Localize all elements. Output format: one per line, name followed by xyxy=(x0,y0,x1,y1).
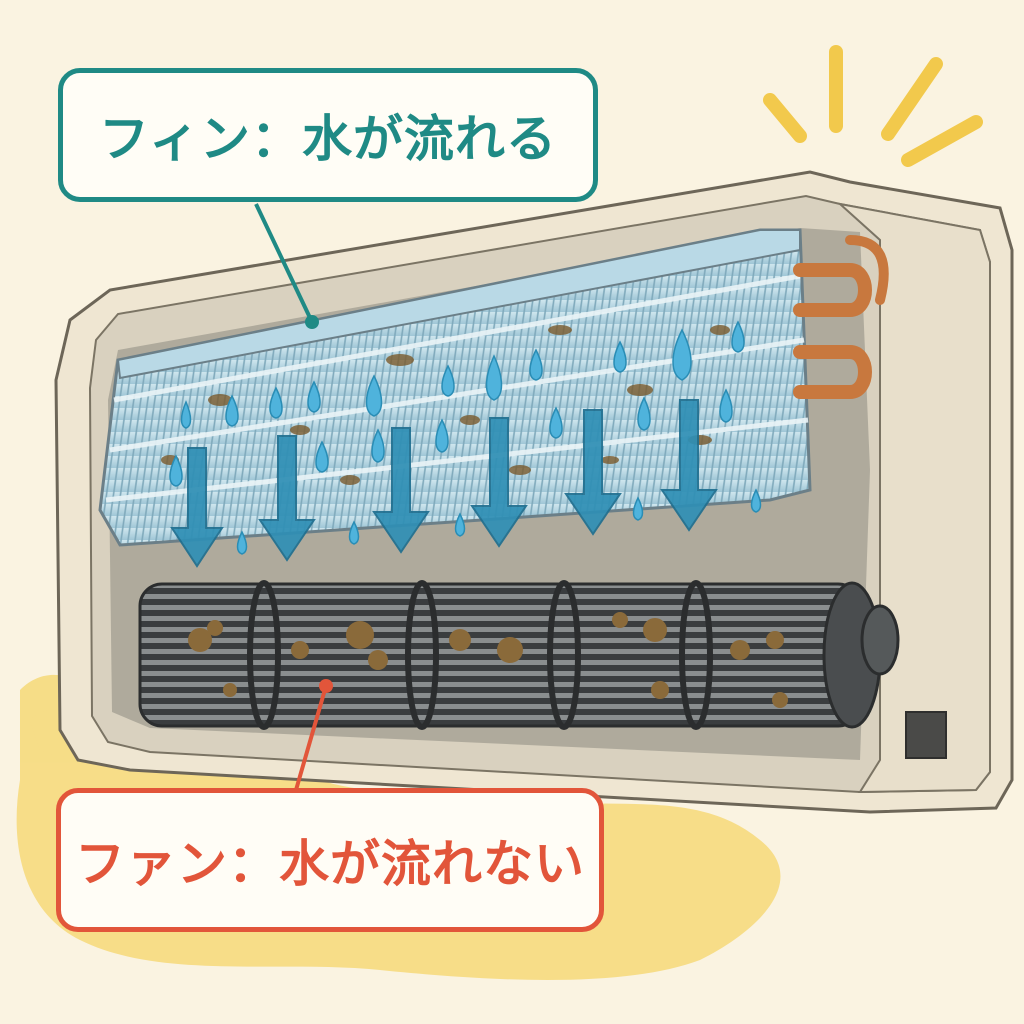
down-arrow-icon xyxy=(470,417,528,548)
water-drop-icon xyxy=(613,340,627,373)
water-drop-icon xyxy=(225,394,239,427)
water-drop-icon xyxy=(637,396,651,431)
fan-leader-line xyxy=(294,679,333,791)
water-drop-icon xyxy=(632,496,644,521)
water-drop-icon xyxy=(750,488,762,513)
water-drop-icon xyxy=(236,530,248,555)
water-drop-icon xyxy=(485,354,503,401)
water-drop-icon xyxy=(307,380,321,413)
sparkle-icon xyxy=(763,45,983,167)
water-drop-icon xyxy=(454,512,466,537)
water-drop-icon xyxy=(348,520,360,545)
water-drop-icon xyxy=(371,428,385,463)
fin-label: フィン：水が流れる xyxy=(99,110,557,168)
fan-callout: ファン：水が流れない xyxy=(56,788,604,932)
fin-callout: フィン：水が流れる xyxy=(58,68,598,202)
down-arrow-icon xyxy=(564,409,622,536)
fin-leader-line xyxy=(254,203,319,329)
water-drop-icon xyxy=(180,400,192,429)
down-arrow-icon xyxy=(258,435,316,562)
water-drop-icon xyxy=(269,386,283,419)
down-arrow-icon xyxy=(660,399,718,532)
water-drop-icon xyxy=(441,364,455,397)
water-drop-icon xyxy=(731,320,745,353)
down-arrow-icon xyxy=(372,427,430,554)
water-drop-icon xyxy=(365,374,383,417)
water-drop-icon xyxy=(549,406,563,439)
water-drop-icon xyxy=(529,348,543,381)
copper-pipes xyxy=(793,235,889,399)
water-drops xyxy=(169,320,762,555)
water-drop-icon xyxy=(315,440,329,473)
fan-label: ファン：水が流れない xyxy=(75,835,585,893)
down-arrow-icon xyxy=(170,447,224,568)
water-drop-icon xyxy=(719,388,733,423)
water-drop-icon xyxy=(435,418,449,453)
water-drop-icon xyxy=(672,328,692,381)
water-flow-arrows xyxy=(170,399,718,568)
water-drop-icon xyxy=(169,454,183,487)
blower-fan xyxy=(138,580,900,730)
